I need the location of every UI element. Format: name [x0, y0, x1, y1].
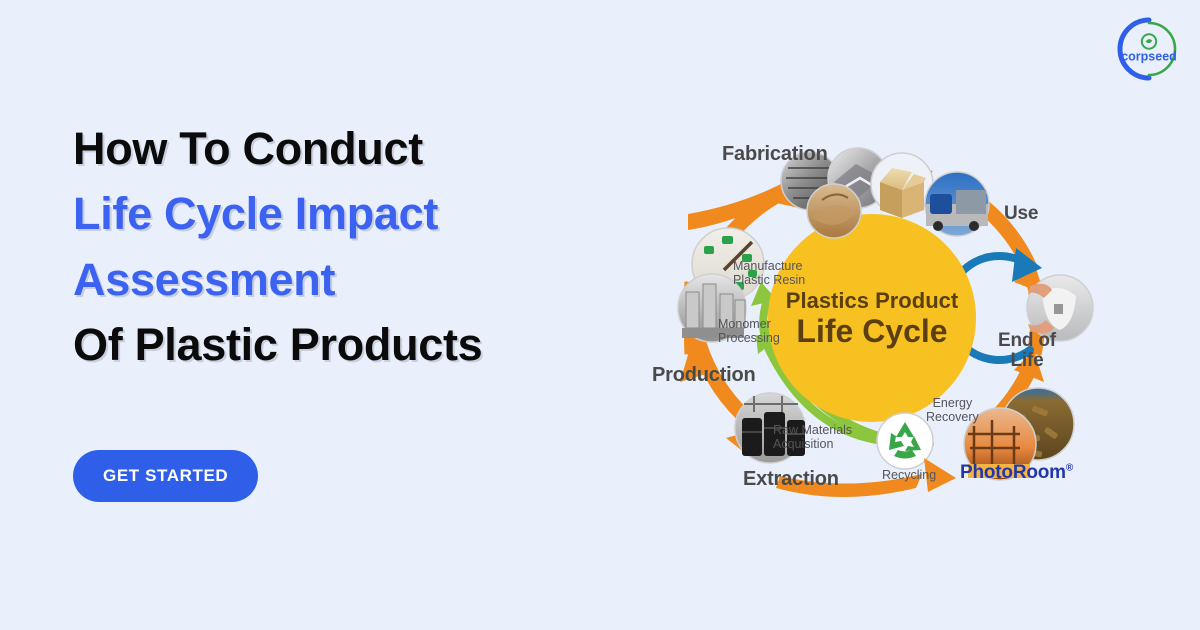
center-title-large: Life Cycle: [796, 313, 947, 349]
sub-label-line2: Plastic Resin: [733, 273, 806, 288]
sub-label-line1: Manufacture: [733, 259, 803, 273]
seeds-photo: [806, 183, 862, 239]
sub-label-raw-materials-acquisition: Raw Materials Acquisition: [773, 423, 852, 452]
photoroom-triangle-icon: [924, 458, 956, 492]
sub-label-energy-recovery: Energy Recovery: [926, 396, 979, 425]
stage-label-production: Production: [652, 364, 756, 386]
sub-label-line2: Acquisition: [773, 437, 834, 452]
logo-wordmark: corpseed: [1121, 50, 1177, 64]
power-plant-photo: [963, 407, 1037, 481]
sub-label-line1: Raw Materials: [773, 423, 853, 437]
stage-label-end-of-life-line2: Life: [1010, 349, 1044, 371]
title-line-2: Life Cycle Impact: [73, 188, 439, 240]
get-started-button[interactable]: GET STARTED: [73, 450, 259, 502]
hero-heading-block: How To Conduct Life Cycle Impact Assessm…: [73, 116, 593, 377]
stage-label-use: Use: [1004, 203, 1039, 224]
cardboard-box-photo: [870, 152, 934, 218]
photoroom-watermark-text: PhotoRoom: [960, 462, 1066, 483]
page-title: How To Conduct Life Cycle Impact Assessm…: [73, 116, 593, 377]
photoroom-registered-mark: ®: [1065, 462, 1074, 474]
truck-photo: [924, 171, 990, 237]
photoroom-watermark: PhotoRoom®: [960, 462, 1073, 484]
stage-label-extraction: Extraction: [743, 468, 839, 490]
title-line-3: Assessment: [73, 253, 336, 305]
factory-photo: [677, 273, 747, 343]
stage-label-end-of-life: End of Life: [998, 331, 1056, 371]
sub-label-line1: Monomer: [718, 317, 771, 331]
stage-label-end-of-life-line1: End of: [998, 330, 1056, 351]
plastics-lifecycle-diagram: Plastics Product Life Cycle: [630, 86, 1110, 516]
center-circle: [768, 214, 976, 422]
hands-plastic-bag-photo: [1026, 274, 1094, 342]
sub-label-monomer-processing: Monomer Processing: [718, 317, 780, 346]
oil-drums-photo: [734, 392, 806, 464]
sub-label-line2: Processing: [718, 331, 780, 346]
recycling-symbol-icon: [876, 412, 934, 470]
title-line-1: How To Conduct: [73, 123, 423, 174]
logo-mark: corpseed: [1117, 17, 1177, 81]
sub-label-manufacture-plastic-resin: Manufacture Plastic Resin: [733, 259, 805, 288]
sub-label-line2: Recovery: [926, 410, 979, 425]
center-title-small: Plastics Product: [786, 288, 959, 313]
corpseed-logo[interactable]: corpseed: [1116, 16, 1182, 82]
ring-tail-swooshes: [688, 178, 922, 497]
stage-label-fabrication: Fabrication: [722, 143, 828, 165]
sub-label-recycling: Recycling: [882, 468, 937, 482]
lifecycle-graphic: Plastics Product Life Cycle: [677, 147, 1094, 497]
sub-label-line1: Energy: [932, 396, 973, 410]
title-line-4: Of Plastic Products: [73, 318, 483, 370]
